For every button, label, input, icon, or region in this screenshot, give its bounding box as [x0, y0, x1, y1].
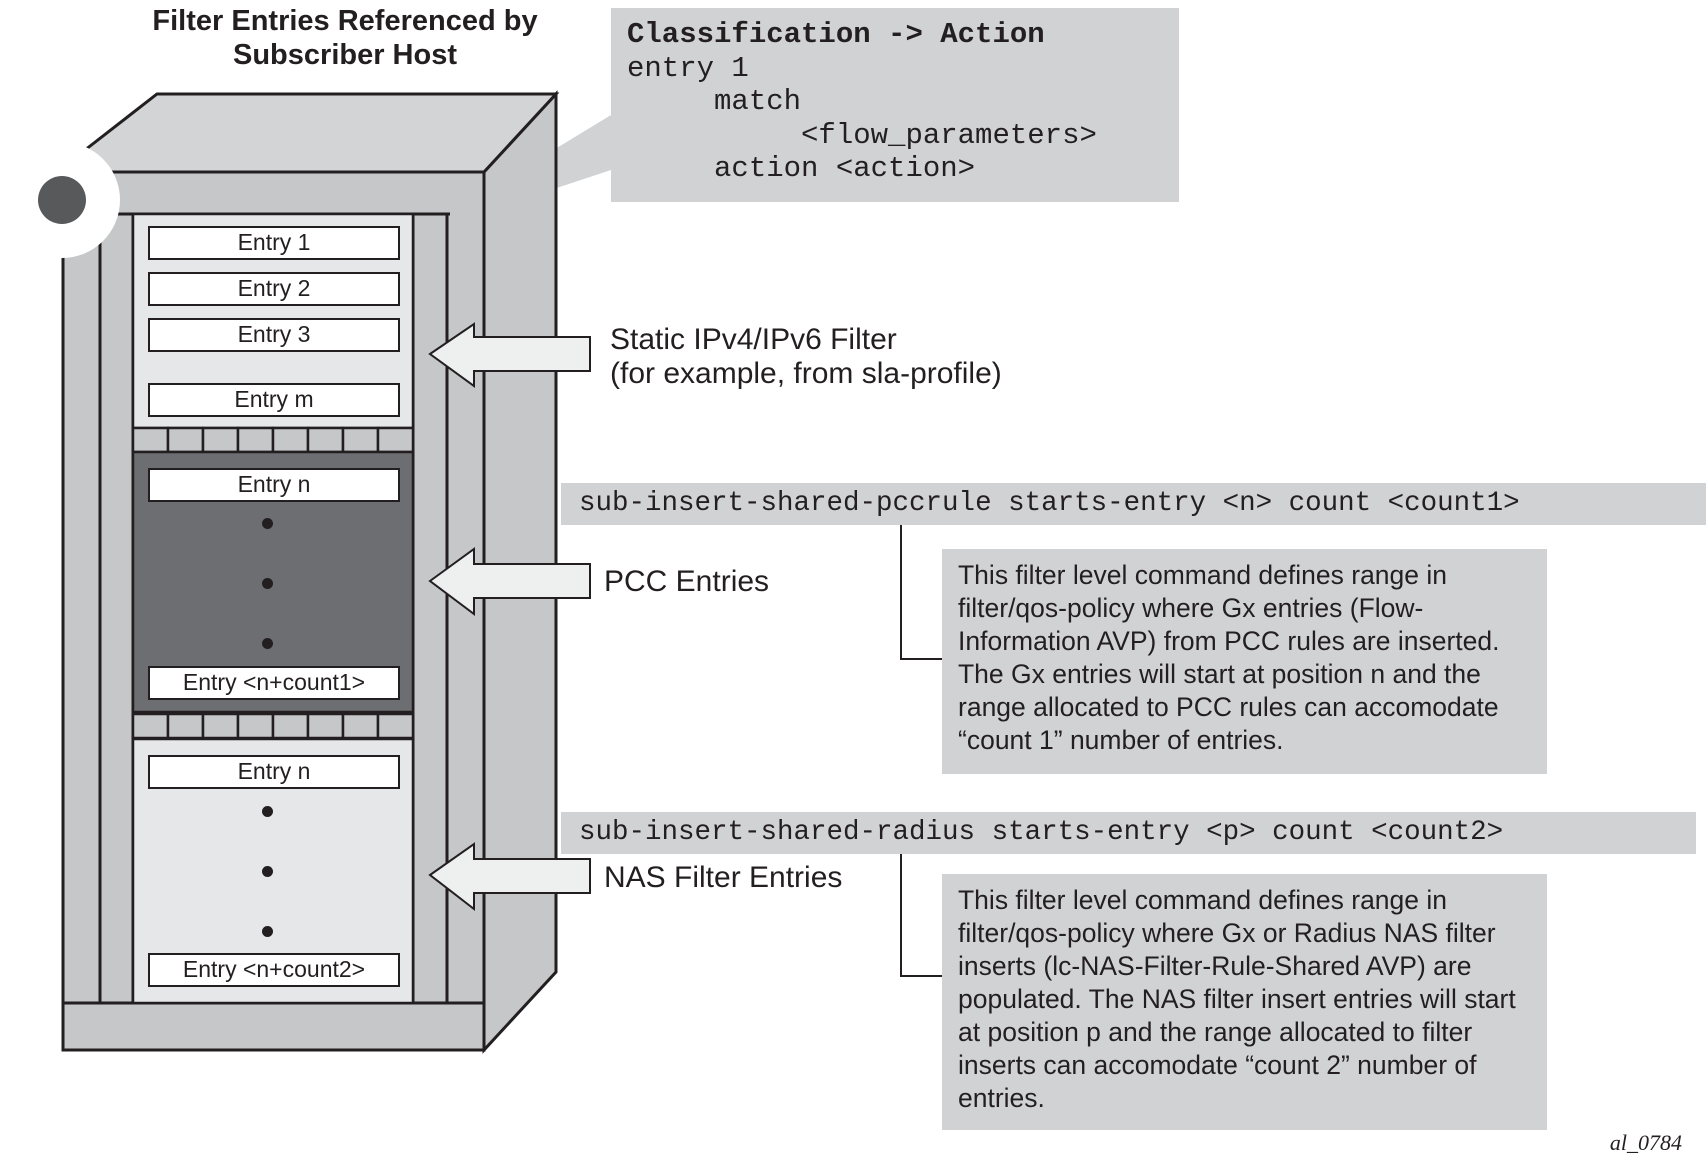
title-line-2: Subscriber Host: [233, 39, 457, 71]
ellipsis-dot: [262, 638, 273, 649]
static-filter-label: Static IPv4/IPv6 Filter (for example, fr…: [610, 323, 1002, 391]
callout-header: Classification -> Action: [627, 18, 1045, 51]
entry-box: Entry n: [148, 468, 400, 502]
separator-tile: [376, 426, 415, 454]
entry-box: Entry <n+count2>: [148, 953, 400, 987]
pcc-entries-label: PCC Entries: [604, 565, 770, 598]
separator-tile: [236, 712, 275, 740]
separator-tile: [341, 712, 380, 740]
entry-box: Entry 3: [148, 318, 400, 352]
separator-tile: [306, 426, 345, 454]
separator-tile: [131, 426, 170, 454]
figure-id: al_0784: [1609, 1130, 1682, 1155]
arrow-pcc-icon: [428, 547, 591, 616]
diagram-title: Filter Entries Referenced by Subscriber …: [100, 4, 590, 72]
nas-entries-label: NAS Filter Entries: [604, 861, 843, 894]
callout-line: match: [627, 85, 802, 118]
separator-tile: [166, 712, 205, 740]
pccrule-connector: [900, 525, 944, 660]
title-line-1: Filter Entries Referenced by: [152, 5, 538, 37]
indicator-light-icon: [38, 176, 86, 224]
separator-tile: [341, 426, 380, 454]
ellipsis-dot: [262, 578, 273, 589]
ellipsis-dot: [262, 926, 273, 937]
separator-tile: [201, 712, 240, 740]
entry-box: Entry <n+count1>: [148, 666, 400, 700]
separator-tile: [306, 712, 345, 740]
entry-box: Entry 2: [148, 272, 400, 306]
section-separator-2: [131, 712, 415, 740]
separator-tile: [271, 426, 310, 454]
ellipsis-dot: [262, 866, 273, 877]
ellipsis-dot: [262, 806, 273, 817]
separator-tile: [131, 712, 170, 740]
ellipsis-dot: [262, 518, 273, 529]
separator-tile: [201, 426, 240, 454]
arrow-static-icon: [428, 322, 591, 388]
separator-tile: [236, 426, 275, 454]
separator-tile: [376, 712, 415, 740]
rack-top-panel: [59, 92, 560, 174]
radius-command: sub-insert-shared-radius starts-entry <p…: [561, 812, 1696, 854]
static-filter-label-line-1: Static IPv4/IPv6 Filter: [610, 323, 897, 356]
entry-box: Entry n: [148, 755, 400, 789]
radius-description: This filter level command defines range …: [942, 874, 1547, 1130]
separator-tile: [166, 426, 205, 454]
pccrule-command: sub-insert-shared-pccrule starts-entry <…: [561, 483, 1706, 525]
separator-tile: [271, 712, 310, 740]
entry-box: Entry m: [148, 383, 400, 417]
static-filter-label-line-2: (for example, from sla-profile): [610, 357, 1002, 390]
rack-base: [61, 1001, 486, 1052]
entry-box: Entry 1: [148, 226, 400, 260]
callout-line: action <action>: [627, 152, 976, 185]
callout-line: <flow_parameters>: [627, 118, 1097, 152]
section-separator-1: [131, 426, 415, 454]
pccrule-description: This filter level command defines range …: [942, 549, 1547, 774]
arrow-nas-icon: [428, 842, 591, 912]
callout-line: entry 1: [627, 51, 749, 85]
radius-connector: [900, 854, 944, 977]
